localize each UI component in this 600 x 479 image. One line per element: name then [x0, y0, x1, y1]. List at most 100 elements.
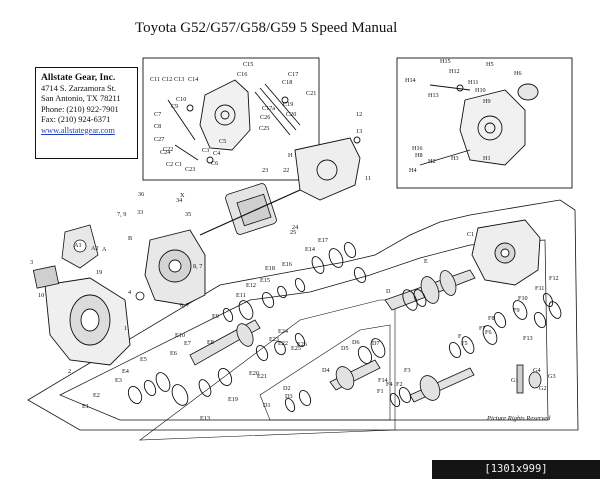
bearing-ring [533, 311, 547, 329]
part-label: C22 [163, 146, 173, 153]
housing-inset [396, 57, 573, 189]
part-label: F1 [377, 388, 384, 395]
part-label: E23 [269, 336, 279, 343]
part-label: 10 [38, 292, 44, 299]
part-label: E2 [93, 392, 100, 399]
bearing-ring [542, 292, 554, 308]
upper-casting [167, 79, 301, 164]
company-street: 4714 S. Zarzamora St. [41, 84, 117, 93]
part-label: E17 [318, 237, 328, 244]
part-label: F5 [461, 340, 468, 347]
part-label: G2 [539, 385, 547, 392]
part-label: C21 [306, 90, 316, 97]
bearing-ring [461, 336, 475, 354]
part-label: H5 [486, 61, 494, 68]
part-label: F6 [485, 329, 492, 336]
bearing-ring [298, 389, 312, 407]
part-label: C27 [154, 136, 164, 143]
bearing-ring [357, 346, 373, 364]
part-label: E19 [228, 396, 238, 403]
output-shaft [409, 364, 542, 403]
part-label: C6 [211, 160, 218, 167]
part-label: C8 [154, 123, 161, 130]
company-website-link[interactable]: www.allstategear.com [41, 125, 115, 135]
part-label: C1 [467, 231, 474, 238]
bearing-ring [482, 325, 498, 345]
part-label: A2 [91, 245, 99, 252]
part-label: 11 [365, 175, 371, 182]
part-label: D7 [372, 340, 380, 347]
part-label: F7 [479, 325, 486, 332]
part-label: E22 [278, 340, 288, 347]
picture-credit: Picture Rights Reserved [487, 415, 551, 422]
part-label: G3 [548, 373, 556, 380]
part-label: E16 [282, 261, 292, 268]
part-label: C14 [188, 76, 198, 83]
part-label: C20 [286, 111, 296, 118]
part-label: C1 [175, 161, 182, 168]
part-label: D5 [341, 345, 349, 352]
counter-shaft [189, 319, 261, 366]
part-label: H13 [428, 92, 439, 99]
part-label: H10 [475, 87, 486, 94]
housing-casting [419, 83, 539, 166]
part-label: E4 [122, 368, 129, 375]
part-label: H1 [483, 155, 491, 162]
part-label: D [386, 288, 391, 295]
inner-frame-outline [59, 239, 549, 421]
part-label: F14 [378, 377, 388, 384]
part-label: 13 [356, 128, 362, 135]
bearing-ring [238, 300, 254, 320]
part-label: H12 [449, 68, 460, 75]
part-label: C10 [176, 96, 186, 103]
lower-frame-outline [27, 199, 579, 431]
part-label: H [288, 152, 293, 159]
part-label: F4 [386, 381, 393, 388]
part-label: H11 [468, 79, 478, 86]
upper-assembly-inset [142, 57, 320, 181]
part-label: C9 [171, 103, 178, 110]
part-label: C5 [219, 138, 226, 145]
part-label: 2 [68, 368, 71, 375]
bearing-ring [261, 291, 275, 309]
bearing-ring [343, 241, 357, 259]
bearing-ring [353, 266, 367, 284]
part-label: 34 [176, 197, 182, 204]
bearing-ring [398, 386, 412, 404]
part-label: A [102, 246, 107, 253]
part-label: E [424, 258, 428, 265]
page-title: Toyota G52/G57/G58/G59 5 Speed Manual [135, 20, 398, 36]
part-label: H3 [451, 155, 459, 162]
main-shaft [384, 269, 476, 311]
part-label: 6, 7 [180, 302, 189, 309]
part-label: 4 [128, 289, 131, 296]
watermark-badge: [1301x999] https://uplc.me/ [432, 460, 600, 479]
part-label: E24 [278, 328, 288, 335]
bearing-ring [171, 384, 189, 406]
part-label: H15 [440, 58, 451, 65]
part-label: C3 [202, 147, 209, 154]
part-label: E6 [170, 350, 177, 357]
part-label: 23 [262, 167, 268, 174]
part-label: E12 [246, 282, 256, 289]
part-label: C13 [174, 76, 184, 83]
gear-cluster-top [199, 183, 301, 236]
part-label: H16 [412, 145, 423, 152]
part-label: 19 [96, 269, 102, 276]
part-label: D6 [352, 339, 360, 346]
bearing-ring [277, 285, 287, 299]
bearing-ring [127, 386, 143, 404]
part-label: D4 [322, 367, 330, 374]
part-label: E14 [305, 246, 315, 253]
part-label: D1 [263, 402, 271, 409]
part-label: F9 [513, 307, 520, 314]
part-label: E20 [249, 370, 259, 377]
part-label: 25 [290, 229, 296, 236]
part-label: 22 [283, 167, 289, 174]
part-label: E1 [82, 403, 89, 410]
contact-box: Allstate Gear, Inc. 4714 S. Zarzamora St… [35, 67, 138, 159]
extension-housing [471, 219, 541, 286]
bearing-ring [328, 248, 344, 268]
